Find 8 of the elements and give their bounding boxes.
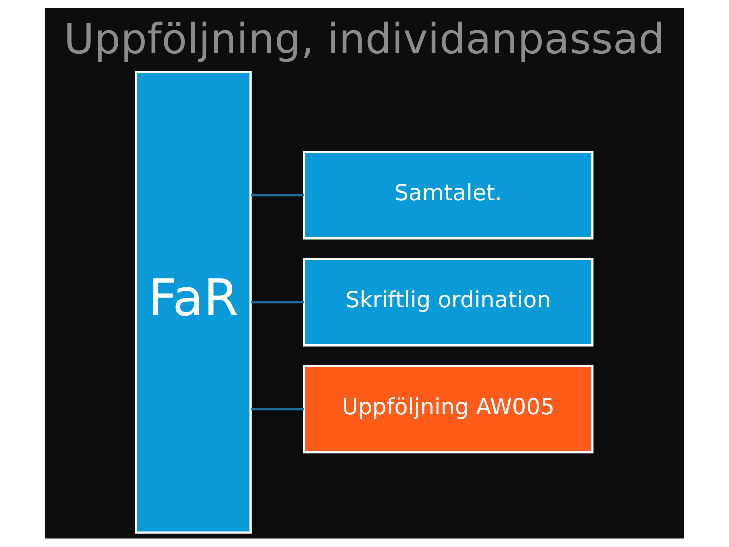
node-box: Skriftlig ordination: [303, 258, 594, 347]
connector: [251, 194, 304, 197]
node-box: Uppföljning AW005: [303, 365, 594, 454]
connector: [251, 408, 304, 411]
node-box: FaR: [135, 71, 252, 534]
connector: [251, 301, 304, 304]
diagram-title: Uppföljning, individanpassad: [64, 14, 665, 64]
node-box: Samtalet.: [303, 151, 594, 240]
